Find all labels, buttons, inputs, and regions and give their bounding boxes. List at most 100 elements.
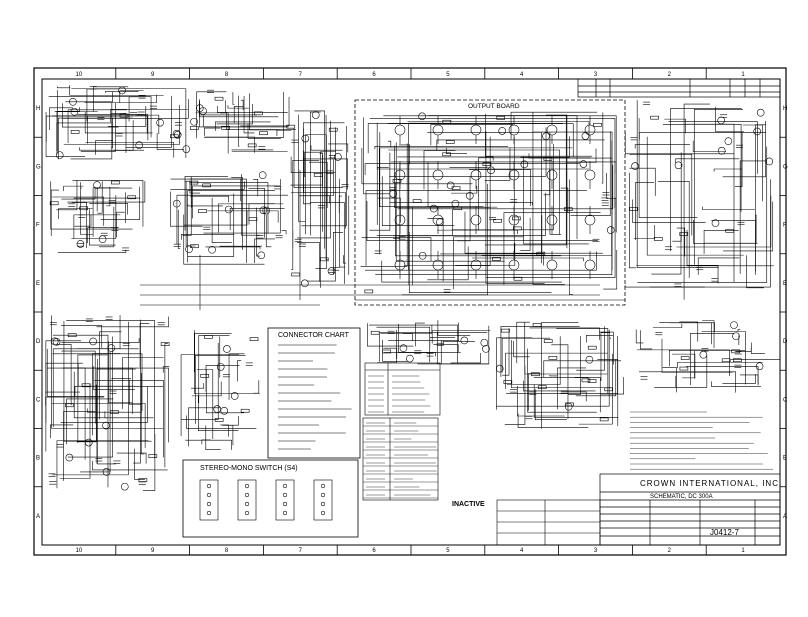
resistor-symbol	[629, 207, 639, 211]
wire	[496, 337, 533, 410]
wire	[633, 225, 656, 239]
wire	[170, 191, 203, 227]
wire	[383, 347, 398, 359]
resistor-symbol	[247, 143, 257, 148]
wire	[69, 85, 164, 96]
wire	[307, 127, 336, 282]
wire	[407, 121, 590, 136]
wire	[569, 179, 574, 295]
resistor-symbol	[532, 323, 542, 327]
column-label-bottom: 1	[741, 548, 745, 554]
wire	[659, 322, 712, 345]
output-transistor	[470, 169, 482, 181]
wire	[376, 326, 431, 363]
transistor-symbol	[190, 117, 198, 126]
wire	[205, 425, 221, 451]
wire	[702, 320, 715, 349]
wire	[63, 411, 96, 481]
wire	[122, 357, 164, 409]
wire	[440, 340, 443, 365]
wire	[64, 367, 86, 460]
wire	[440, 136, 515, 255]
wire	[730, 352, 781, 360]
resistor-symbol	[81, 383, 91, 388]
wire	[533, 377, 601, 413]
wire	[304, 151, 323, 177]
wire	[379, 332, 488, 362]
wire	[702, 206, 756, 211]
wire	[183, 210, 248, 226]
transistor-symbol	[172, 199, 181, 208]
wire	[95, 140, 113, 155]
wire	[635, 329, 644, 344]
wire	[305, 134, 327, 235]
wire	[67, 109, 128, 143]
wire	[383, 115, 617, 174]
column-label-bottom: 5	[446, 548, 450, 554]
resistor-symbol	[512, 226, 522, 231]
wire	[228, 353, 245, 400]
wire	[133, 319, 141, 464]
wire	[310, 111, 321, 236]
wire	[49, 107, 73, 131]
resistor-symbol	[119, 113, 129, 118]
wire	[56, 86, 71, 89]
transistor-symbol	[52, 338, 61, 346]
revision-block	[577, 78, 781, 98]
output-transistor	[394, 169, 406, 181]
wire	[549, 374, 558, 377]
wire	[624, 132, 735, 155]
resistor-symbol	[482, 162, 492, 166]
wire	[723, 201, 774, 252]
wire	[711, 381, 761, 387]
drawing-number: J0412-7	[710, 528, 739, 537]
wire	[433, 344, 459, 353]
resistor-symbol	[536, 251, 546, 256]
output-transistor	[546, 124, 558, 136]
approval-table	[496, 499, 601, 546]
transistor-symbol	[65, 453, 74, 462]
row-label-left: E	[36, 281, 40, 287]
wire	[697, 257, 740, 275]
wire	[527, 348, 597, 413]
switch-contact	[206, 501, 212, 507]
wire	[389, 127, 547, 177]
wire	[637, 146, 768, 283]
wire	[388, 149, 560, 235]
transistor-symbol	[460, 336, 469, 345]
resistor-symbol	[492, 256, 501, 261]
wire	[366, 201, 598, 241]
switch-contact	[244, 510, 250, 516]
transistor-symbol	[213, 405, 222, 413]
switch-pole	[199, 479, 219, 521]
wire	[437, 320, 471, 336]
wire	[485, 131, 545, 284]
wire	[73, 371, 154, 419]
output-transistor	[432, 124, 444, 136]
wire	[501, 337, 551, 373]
resistor-symbol	[248, 217, 258, 222]
parts-table-rows	[363, 422, 438, 499]
output-transistor	[394, 214, 406, 226]
transistor-symbol	[756, 108, 765, 117]
wire	[520, 217, 531, 251]
wire	[545, 114, 568, 249]
resistor-symbol	[731, 349, 740, 354]
wire	[528, 373, 540, 411]
transistor-symbol	[208, 245, 216, 254]
transistor-symbol	[120, 482, 129, 491]
wire	[187, 204, 223, 207]
wire	[189, 178, 242, 202]
resistor-symbol	[138, 478, 148, 482]
wire	[192, 185, 281, 219]
wire	[328, 143, 349, 153]
resistor-symbol	[725, 228, 735, 233]
wire	[703, 230, 739, 254]
resistor-symbol	[679, 366, 689, 371]
wire	[194, 332, 232, 373]
wire	[129, 379, 142, 405]
wire	[693, 219, 758, 244]
company-name: CROWN INTERNATIONAL, INC.	[640, 479, 782, 488]
wire	[629, 172, 637, 269]
